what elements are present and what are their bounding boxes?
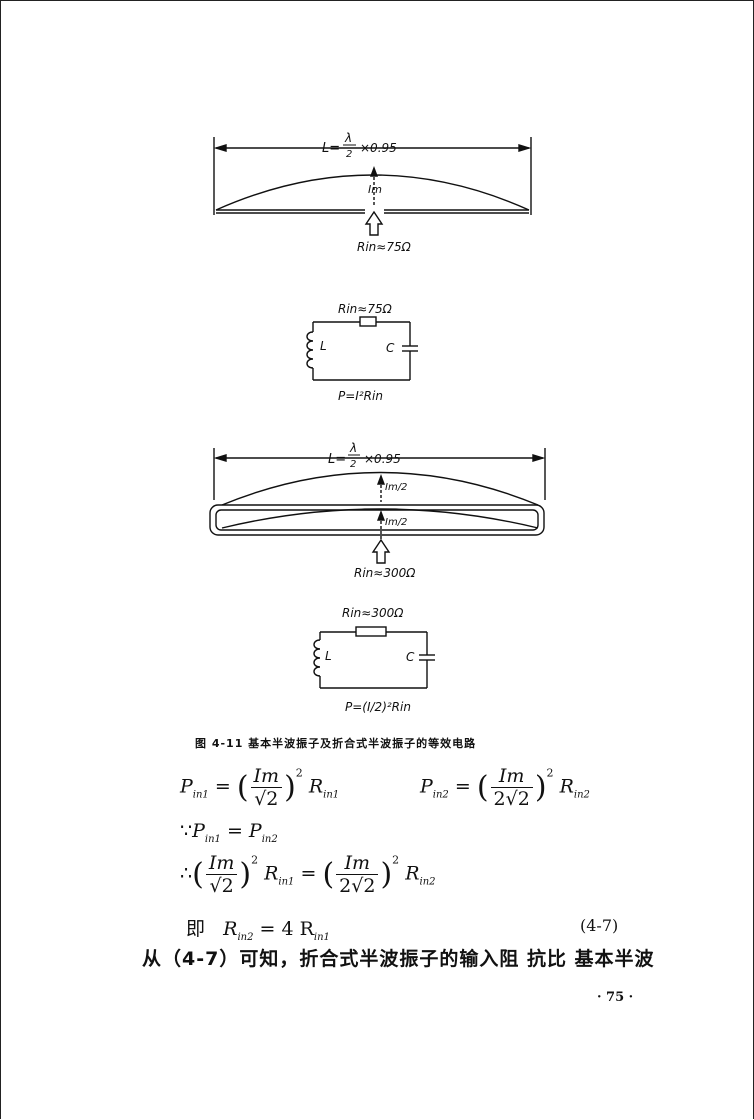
- d2-resistance-label: Rin≈300Ω: [354, 566, 416, 580]
- equation-number: (4-7): [580, 916, 619, 935]
- d2-current-bottom: Im/2: [385, 517, 407, 528]
- d2-two: 2: [350, 459, 356, 470]
- c2-resistor-label: Rin≈300Ω: [342, 606, 404, 620]
- page-number: · 75 ·: [597, 990, 634, 1005]
- d1-length-label: L=: [322, 141, 340, 156]
- c2-power-label: P=(I/2)²Rin: [345, 700, 411, 714]
- svg-text:L=: L=: [322, 141, 340, 156]
- c2-inductor-label: L: [325, 649, 332, 663]
- d1-current-label: Im: [368, 183, 382, 196]
- circuit-folded: [313, 626, 435, 689]
- figure-caption: 图 4-11 基本半波振子及折合式半波振子的等效电路: [195, 737, 477, 750]
- c1-inductor-label: L: [320, 339, 327, 353]
- d2-current-top: Im/2: [385, 482, 407, 493]
- c1-power-label: P=I²Rin: [338, 389, 383, 403]
- d1-resistance-label: Rin≈75Ω: [357, 240, 412, 254]
- d2-factor: ×0.95: [364, 452, 401, 466]
- c1-capacitor-label: C: [386, 341, 395, 355]
- equation-power-in1: Pin1 = (Im√2)2 Rin1: [180, 765, 340, 810]
- body-text: 从（4-7）可知，折合式半波振子的输入阻 抗比 基本半波: [142, 948, 655, 970]
- c1-resistor-label: Rin≈75Ω: [338, 302, 393, 316]
- equation-because: ∵Pin1 = Pin2: [180, 820, 278, 845]
- c2-capacitor-label: C: [406, 650, 415, 664]
- dipole-basic: [213, 137, 532, 236]
- d2-lambda: λ: [349, 441, 357, 455]
- dipole-folded: [209, 448, 546, 564]
- d2-length-label: L=: [328, 452, 346, 467]
- d1-factor: ×0.95: [360, 141, 397, 155]
- figure-4-11: L= λ 2 ×0.95 Im Rin≈75Ω Rin≈75Ω L C P=I²…: [209, 131, 546, 714]
- equation-result: 即 Rin2 = 4 Rin1: [186, 918, 330, 943]
- d1-two: 2: [346, 149, 352, 160]
- circuit-basic: [306, 316, 418, 381]
- d1-lambda: λ: [344, 131, 352, 145]
